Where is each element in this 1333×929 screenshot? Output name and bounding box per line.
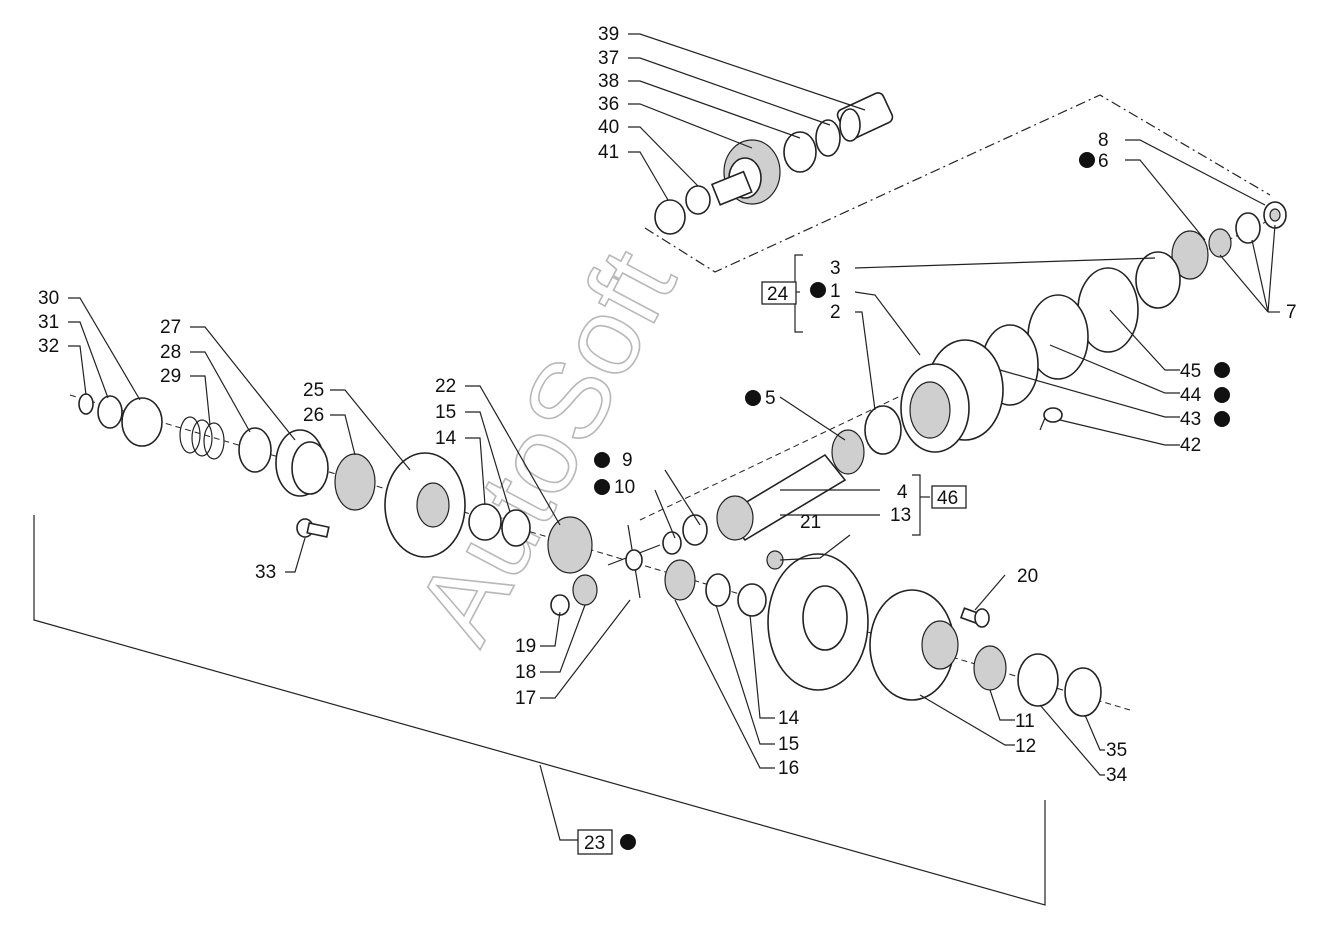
part-collar-30: [121, 397, 163, 447]
part-nut-8: [1263, 201, 1287, 229]
callout-16: 16: [778, 758, 799, 779]
assembly-23-bracket: [33, 515, 1046, 906]
part-ring-31: [97, 395, 123, 429]
part-diff-case-12: [869, 589, 959, 701]
callout-33: 33: [255, 562, 276, 583]
leader-lines: [68, 33, 1280, 776]
part-washer-41: [654, 199, 686, 235]
callout-24: 24: [767, 284, 789, 305]
callout-37: 37: [598, 48, 619, 69]
part-case-25: [384, 452, 466, 558]
callout-34: 34: [1106, 765, 1128, 786]
part-washer-7: [1235, 212, 1261, 244]
part-plate-28: [238, 427, 272, 473]
callout-32: 32: [38, 336, 59, 357]
callout-9: 9: [622, 450, 633, 471]
assembly-23-leader: [539, 764, 578, 841]
part-gear-22: [547, 516, 593, 574]
callout-4: 4: [897, 482, 908, 503]
callout-23: 23: [584, 833, 605, 854]
box-23: [577, 829, 613, 855]
callout-21: 21: [800, 512, 821, 533]
part-cup-34: [1017, 653, 1059, 707]
part-ring-gear-13: [767, 553, 869, 691]
callout-1: 1: [830, 281, 841, 302]
part-ring-37: [815, 119, 841, 157]
callout-35: 35: [1106, 740, 1127, 761]
callout-36: 36: [598, 94, 619, 115]
callout-17: 17: [515, 688, 536, 709]
callout-41: 41: [598, 142, 619, 163]
callout-10: 10: [614, 477, 635, 498]
callout-19: 19: [515, 636, 536, 657]
callout-14b: 14: [778, 708, 800, 729]
part-bushing-14a: [468, 503, 502, 541]
part-bearing-3-cone: [1171, 230, 1209, 280]
part-nut-40: [685, 185, 711, 215]
callout-44: 44: [1180, 385, 1202, 406]
part-spring-29: [179, 416, 225, 460]
callout-15b: 15: [778, 734, 799, 755]
part-gear-16: [664, 559, 696, 601]
callout-31: 31: [38, 312, 59, 333]
part-washer-15a: [501, 509, 531, 547]
part-cup-27: [275, 429, 329, 497]
callout-11: 11: [1015, 711, 1035, 732]
callout-20: 20: [1017, 566, 1038, 587]
part-gear-11: [973, 645, 1007, 691]
callout-38: 38: [598, 71, 619, 92]
callout-30: 30: [38, 288, 59, 309]
part-sleeve-39: [836, 92, 894, 142]
part-gear-36: [710, 139, 781, 206]
callout-14a: 14: [435, 428, 457, 449]
part-ring-35: [1064, 667, 1102, 717]
part-washer-9: [682, 514, 708, 546]
part-bushing-14b: [737, 583, 767, 617]
box-46: [931, 485, 967, 509]
callout-28: 28: [160, 342, 181, 363]
part-washer-15b: [705, 573, 731, 607]
callout-26: 26: [303, 405, 324, 426]
part-gear-18: [572, 574, 598, 606]
part-bearing-5: [831, 429, 865, 475]
part-bearing-3-cup: [1135, 251, 1181, 309]
part-cup-2: [864, 405, 902, 455]
callout-40: 40: [598, 117, 619, 138]
callout-labels: 39 37 38 36 40 41 8 6 7 3 24 1 2 45 44 4…: [38, 24, 1297, 854]
callout-25: 25: [303, 380, 324, 401]
callout-46: 46: [937, 488, 958, 509]
part-nut-6: [1208, 228, 1232, 258]
callout-15a: 15: [435, 402, 456, 423]
callout-29: 29: [160, 366, 181, 387]
marker-dots: [594, 152, 1230, 850]
callout-5: 5: [765, 388, 776, 409]
callout-3: 3: [830, 258, 841, 279]
callout-43: 43: [1180, 409, 1201, 430]
part-housing-1: [900, 339, 1004, 453]
part-bolt-42: [1039, 407, 1063, 431]
box-24: [761, 281, 797, 305]
callout-7: 7: [1286, 302, 1297, 323]
callout-6: 6: [1098, 151, 1109, 172]
callout-45: 45: [1180, 361, 1201, 382]
callout-22: 22: [435, 376, 456, 397]
callout-18: 18: [515, 662, 536, 683]
callout-8: 8: [1098, 130, 1109, 151]
callout-39: 39: [598, 24, 619, 45]
part-circlip-32: [78, 393, 94, 415]
part-washer-10: [662, 531, 682, 555]
callout-2: 2: [830, 302, 841, 323]
callout-13: 13: [890, 505, 911, 526]
part-gear-26: [334, 453, 376, 511]
part-bolt-20: [959, 607, 990, 628]
callout-12: 12: [1015, 736, 1036, 757]
callout-42: 42: [1180, 435, 1201, 456]
part-spider-17: [607, 524, 661, 599]
part-ring-38: [783, 131, 817, 173]
callout-27: 27: [160, 317, 181, 338]
part-bolt-33: [296, 518, 330, 538]
sub-assembly-boundary: [644, 94, 1271, 273]
part-pinion-shaft-4: [716, 453, 847, 542]
